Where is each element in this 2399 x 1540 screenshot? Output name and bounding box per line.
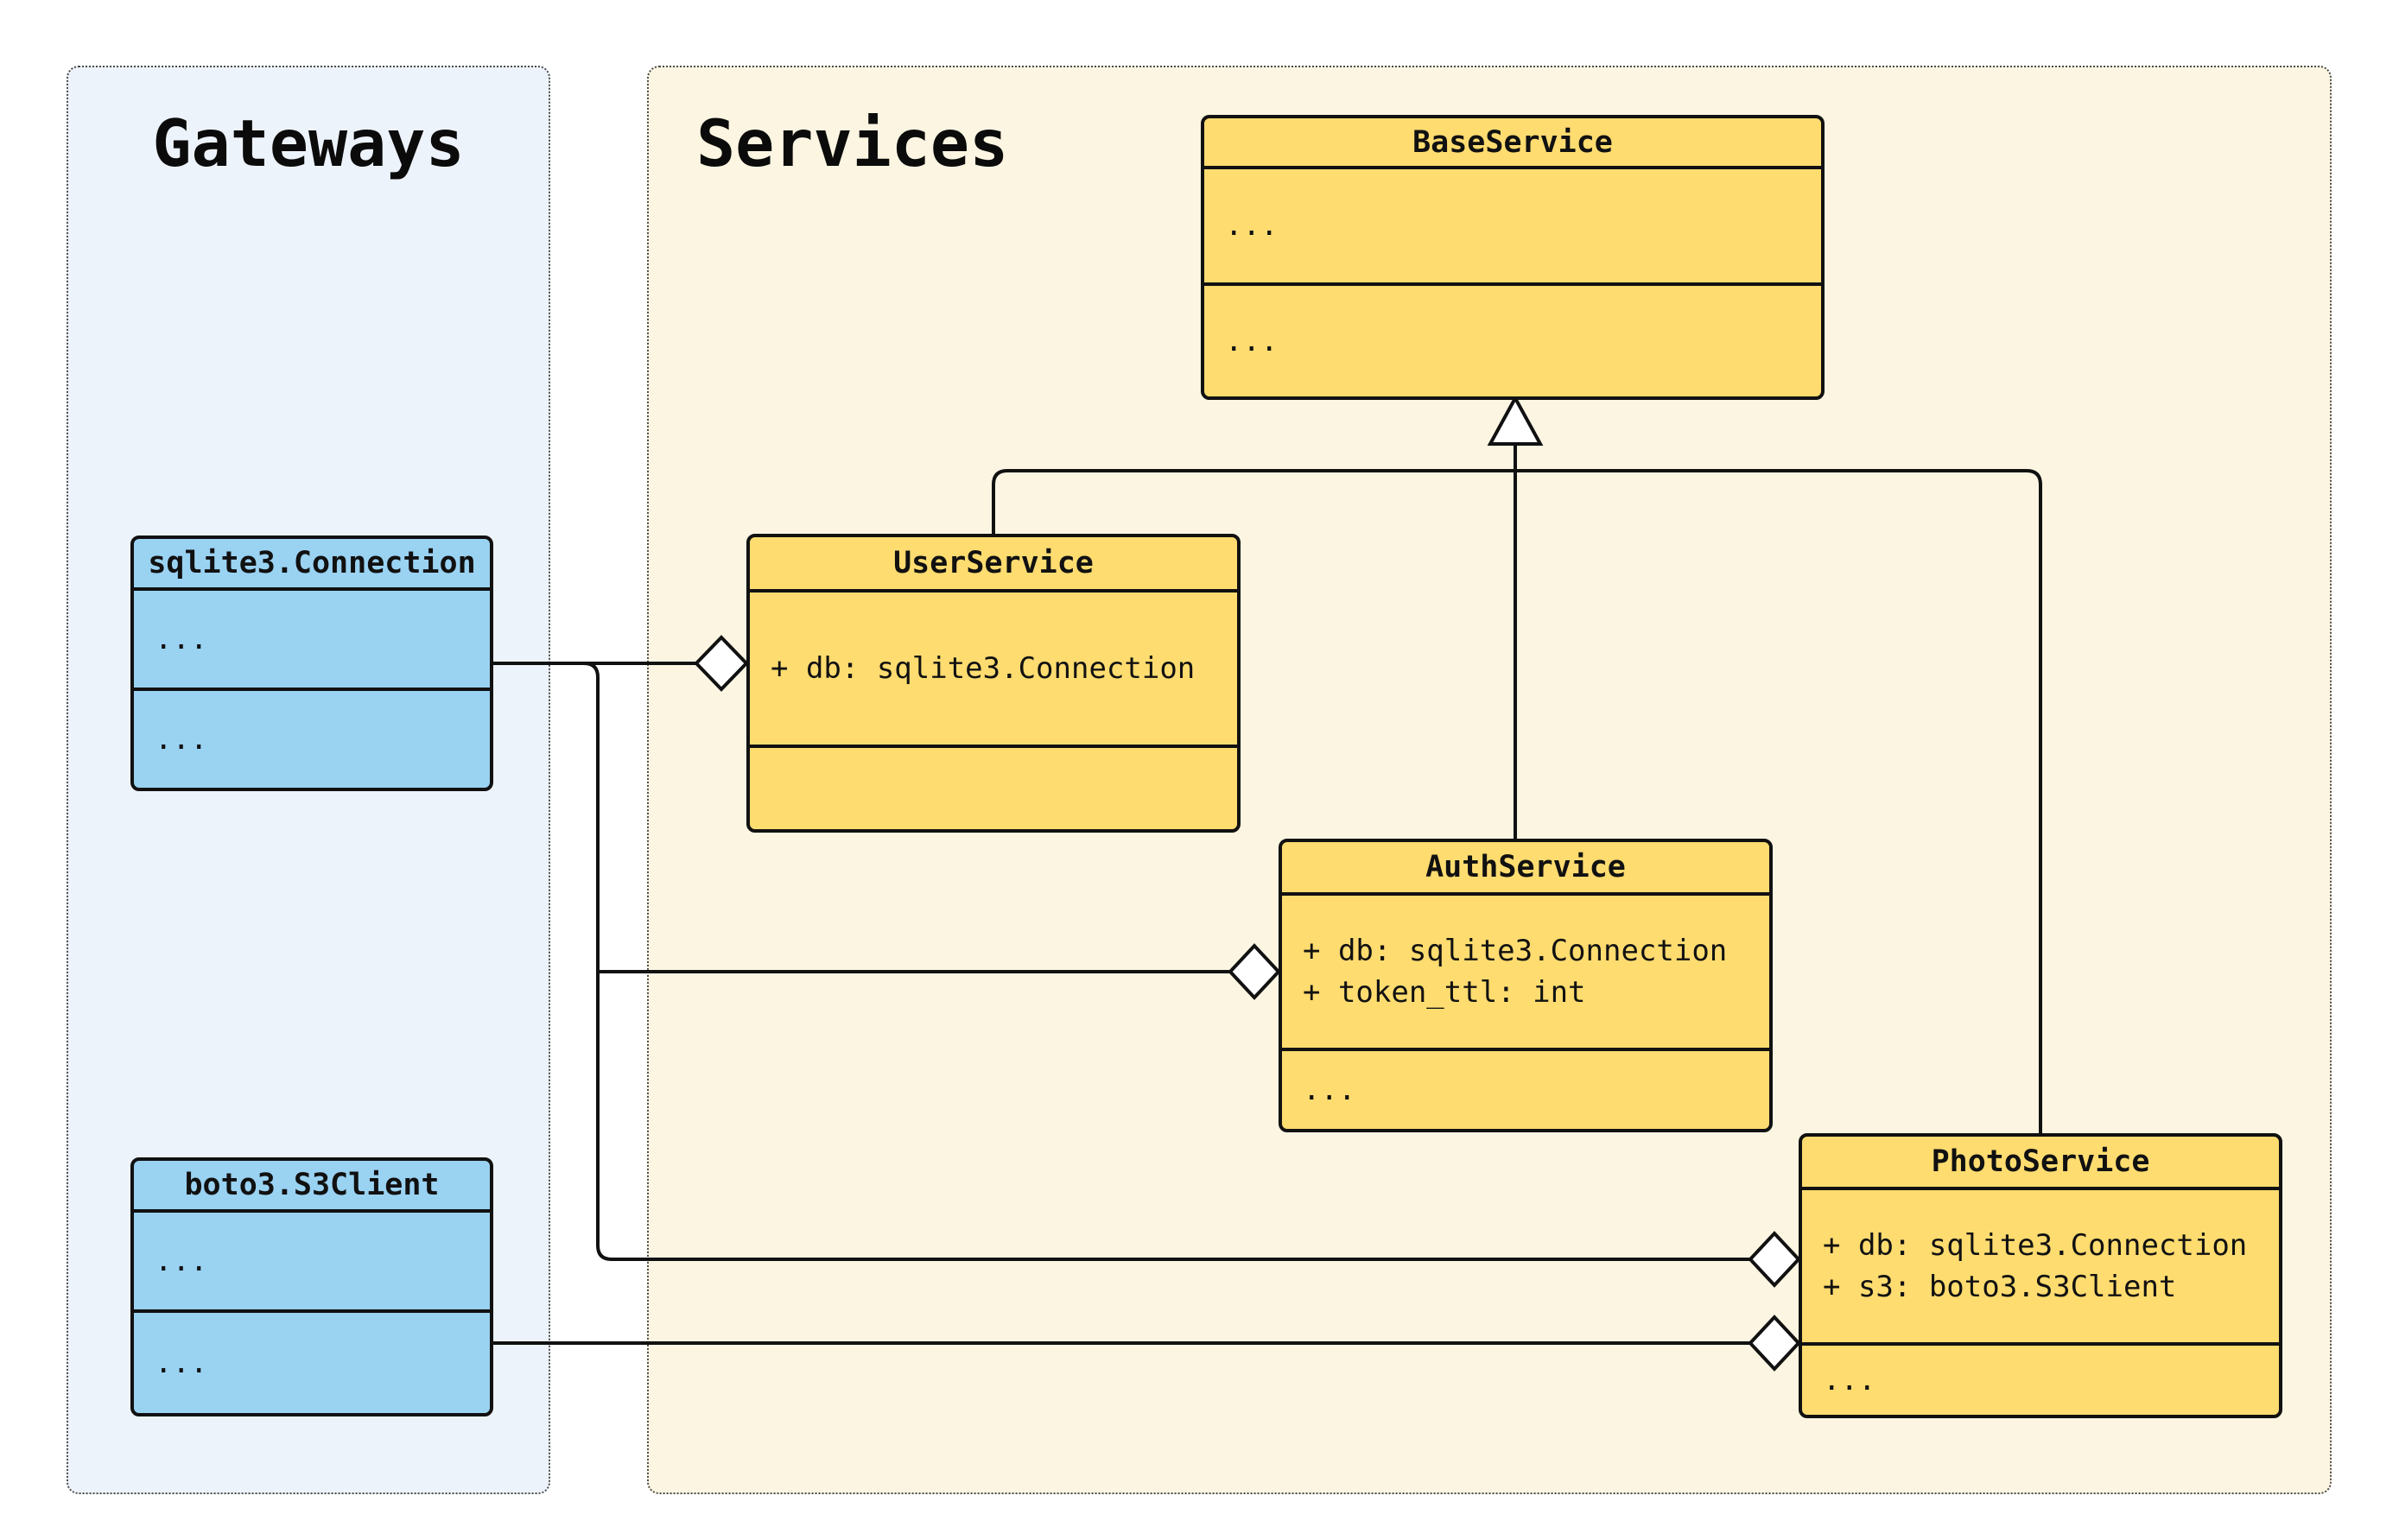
class-box-sqlite3-connection: sqlite3.Connection ... ... (130, 536, 493, 791)
class-title-boto3-s3client: boto3.S3Client (184, 1168, 440, 1202)
attribute-line: ... (1225, 208, 1279, 244)
class-box-photoservice: PhotoService + db: sqlite3.Connection + … (1799, 1133, 2282, 1418)
class-title-authservice: AuthService (1425, 850, 1626, 884)
class-methods-userservice (750, 745, 1237, 829)
attribute-line: + token_ttl: int (1303, 975, 1586, 1010)
class-attributes-sqlite3-connection: ... (134, 587, 490, 688)
class-box-boto3-s3client: boto3.S3Client ... ... (130, 1157, 493, 1416)
method-line: ... (1303, 1072, 1356, 1107)
class-methods-baseservice: ... (1204, 282, 1821, 396)
attribute-line: + db: sqlite3.Connection (1303, 933, 1728, 968)
class-attributes-boto3-s3client: ... (134, 1209, 490, 1309)
class-methods-authservice: ... (1282, 1048, 1769, 1129)
class-attributes-userservice: + db: sqlite3.Connection (750, 589, 1237, 745)
class-title-baseservice: BaseService (1412, 124, 1613, 160)
attribute-line: + db: sqlite3.Connection (771, 650, 1196, 686)
method-line: ... (155, 721, 208, 757)
class-box-authservice: AuthService + db: sqlite3.Connection + t… (1279, 839, 1773, 1132)
class-box-baseservice: BaseService ... ... (1201, 115, 1825, 400)
class-methods-photoservice: ... (1802, 1342, 2279, 1415)
class-methods-sqlite3-connection: ... (134, 688, 490, 788)
method-line: ... (1225, 323, 1279, 358)
class-title-photoservice: PhotoService (1931, 1144, 2150, 1179)
method-line: ... (1823, 1362, 1876, 1397)
method-line: ... (155, 1345, 208, 1380)
class-box-userservice: UserService + db: sqlite3.Connection (746, 534, 1241, 833)
services-container-title: Services (696, 105, 1009, 181)
attribute-line: + db: sqlite3.Connection (1823, 1227, 2248, 1263)
attribute-line: ... (155, 1243, 208, 1278)
class-attributes-authservice: + db: sqlite3.Connection + token_ttl: in… (1282, 892, 1769, 1048)
class-title-userservice: UserService (893, 546, 1094, 580)
class-attributes-photoservice: + db: sqlite3.Connection + s3: boto3.S3C… (1802, 1187, 2279, 1342)
attribute-line: + s3: boto3.S3Client (1823, 1270, 2177, 1304)
class-attributes-baseservice: ... (1204, 166, 1821, 282)
class-methods-boto3-s3client: ... (134, 1309, 490, 1413)
class-title-sqlite3-connection: sqlite3.Connection (148, 546, 476, 580)
gateways-container-title: Gateways (152, 105, 465, 181)
attribute-line: ... (155, 621, 208, 656)
